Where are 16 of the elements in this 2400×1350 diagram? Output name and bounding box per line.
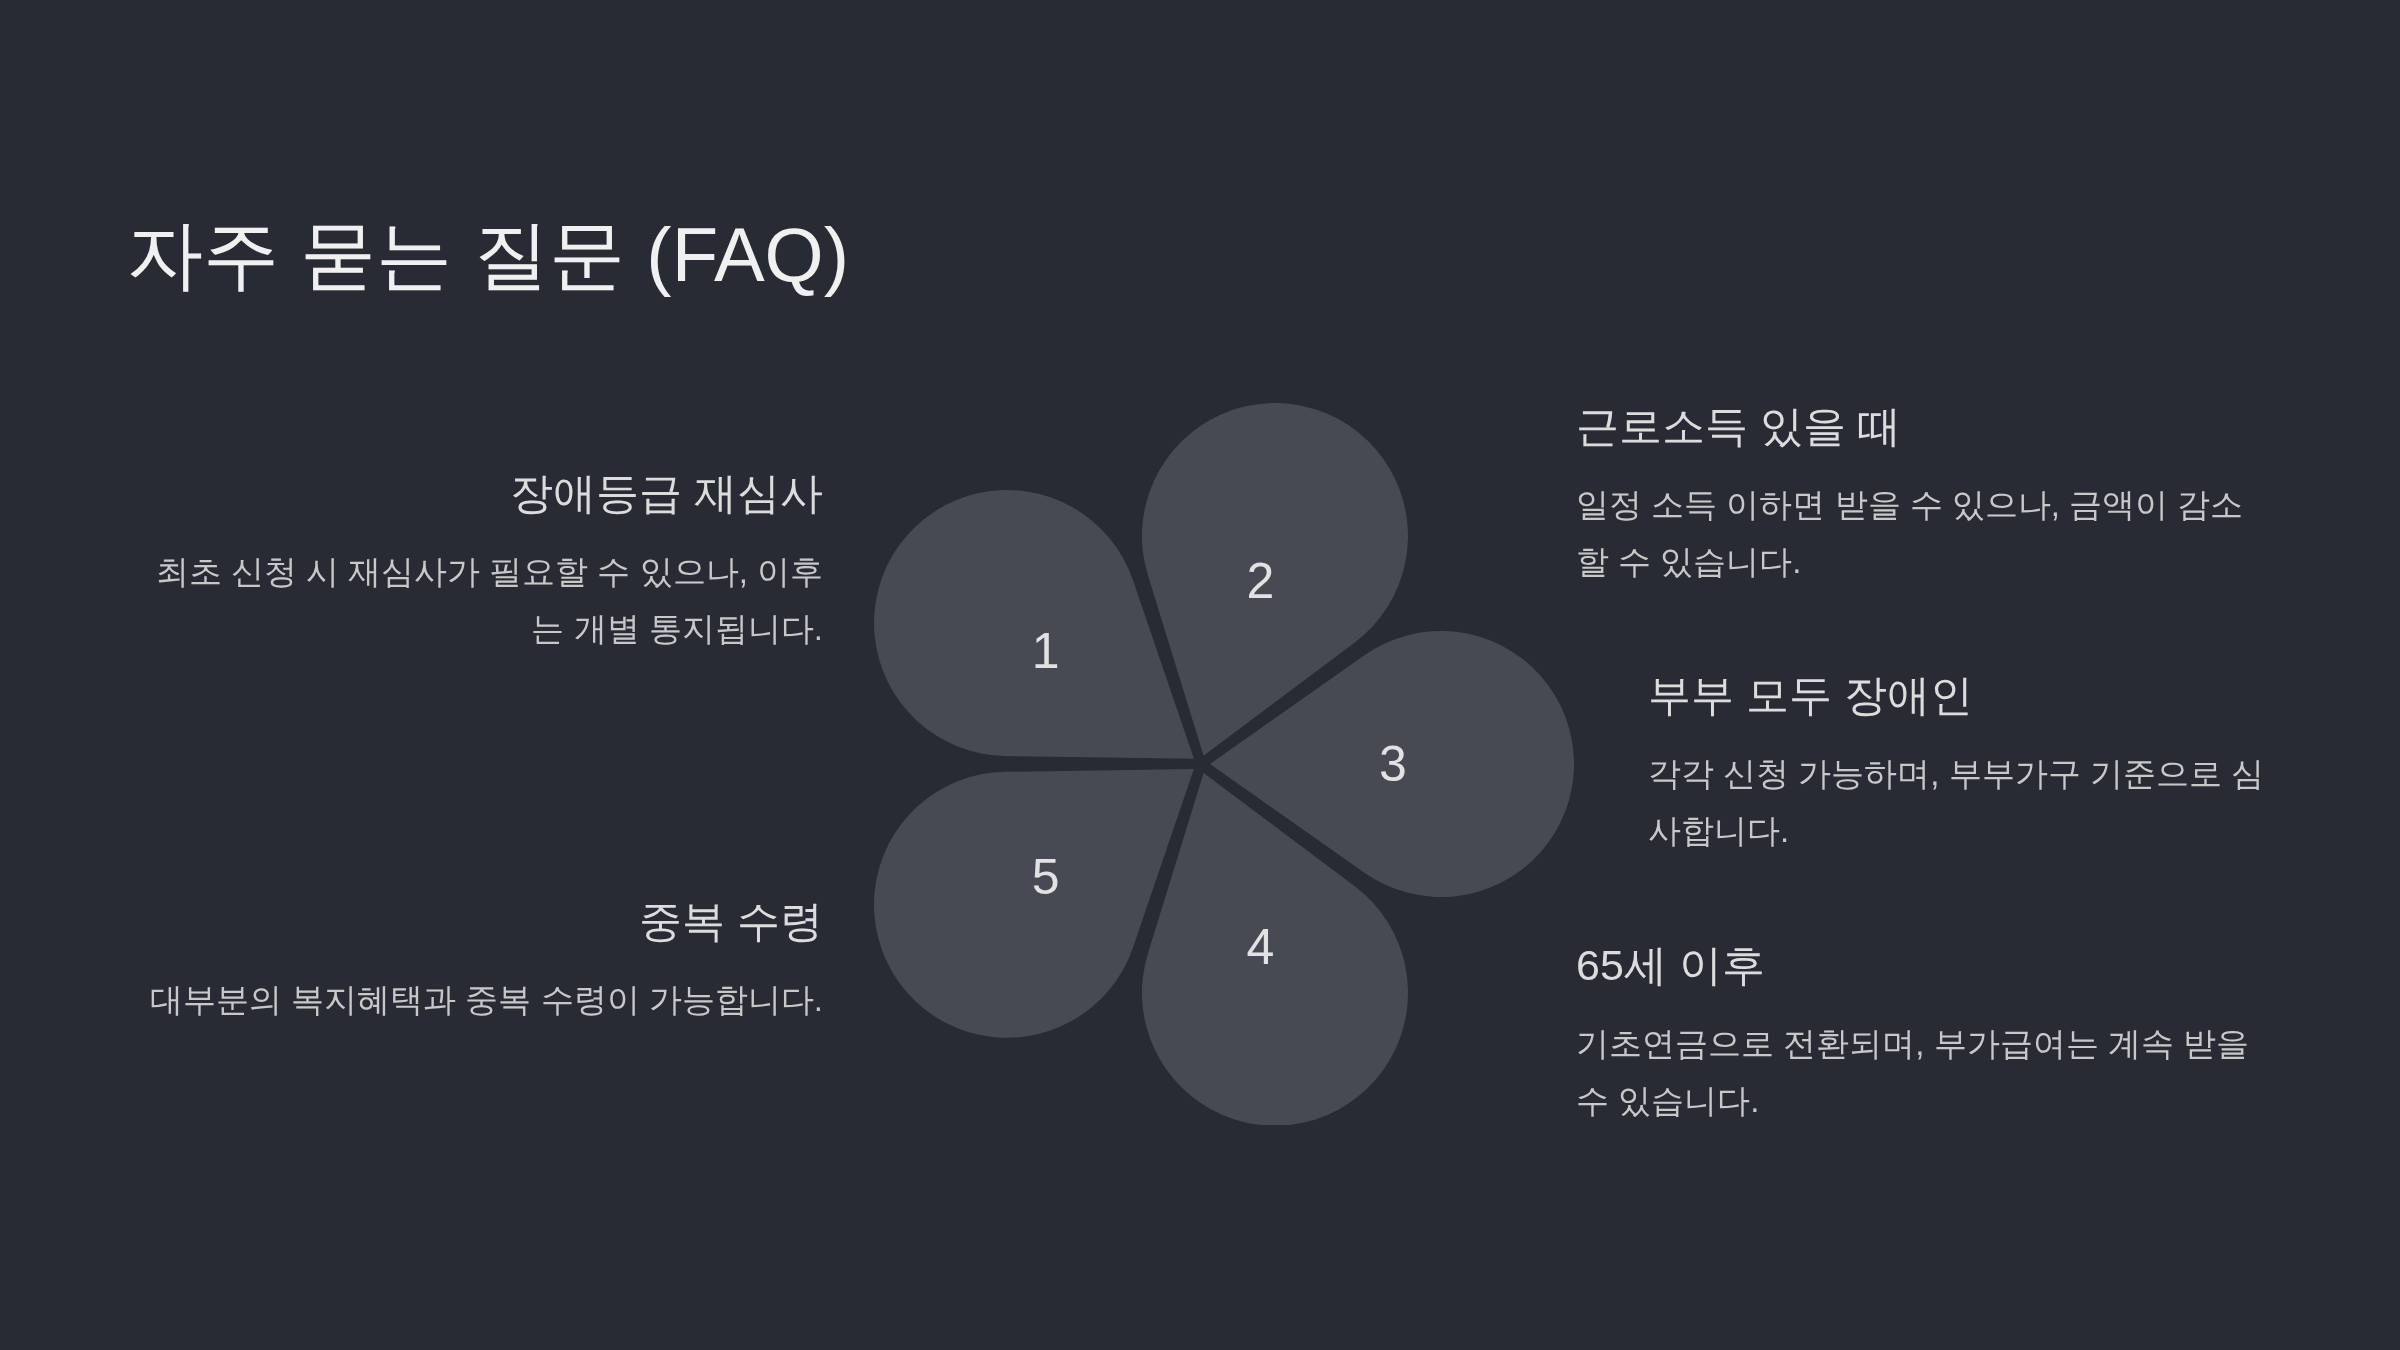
faq-answer: 각각 신청 가능하며, 부부가구 기준으로 심사합니다. [1648, 754, 2265, 851]
petal-number: 4 [1246, 917, 1275, 976]
faq-question: 장애등급 재심사 [509, 468, 823, 519]
petal-number: 2 [1246, 552, 1275, 611]
petal-number: 5 [1031, 847, 1060, 906]
petal-number: 3 [1379, 735, 1407, 793]
faq-question: 중복 수령 [638, 896, 823, 947]
title: 자주 묻는 질문 (FAQ) [127, 211, 849, 299]
faq-answer: 일정 소득 이하면 받을 수 있으나, 금액이 감소할 수 있습니다. [1576, 485, 2245, 582]
faq-answer: 대부분의 복지혜택과 중복 수령이 가능합니다. [149, 980, 823, 1020]
faq-answer: 최초 신청 시 재심사가 필요할 수 있으나, 이후는 개별 통지됩니다. [154, 552, 823, 649]
faq-answer: 기초연금으로 전환되며, 부가급여는 계속 받을 수 있습니다. [1576, 1024, 2250, 1121]
petal-number: 1 [1031, 622, 1060, 681]
faq-question: 65세 이후 [1576, 940, 1766, 991]
faq-question: 근로소득 있을 때 [1576, 401, 1902, 452]
faq-question: 부부 모두 장애인 [1648, 670, 1974, 721]
